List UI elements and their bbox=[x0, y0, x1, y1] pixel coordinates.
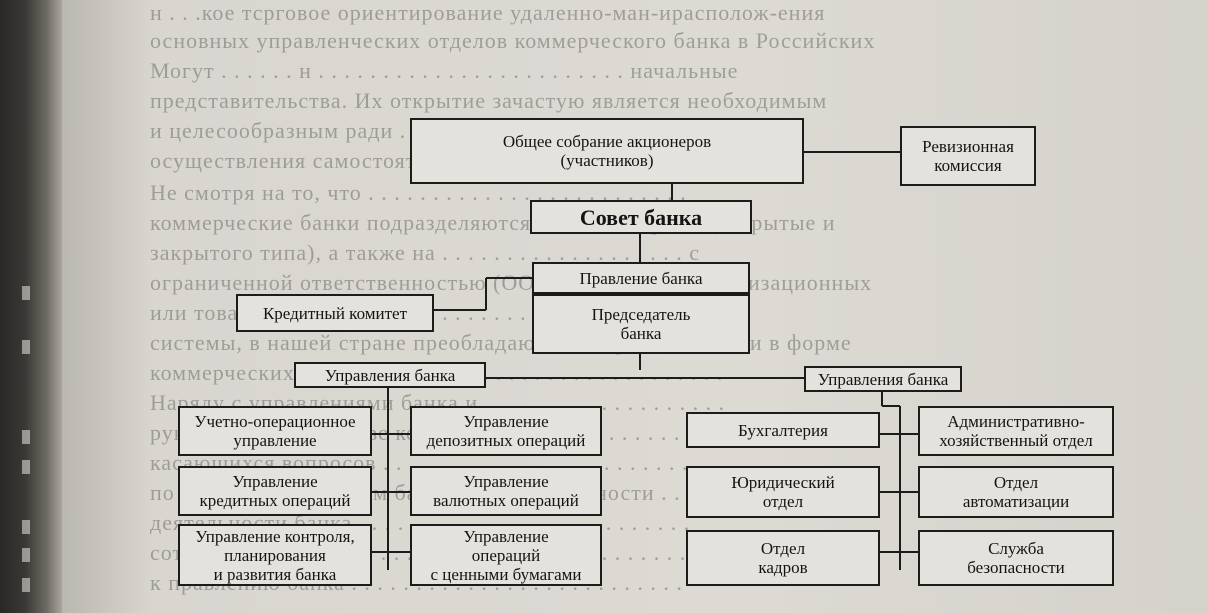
bank-chairman-box: Председатель банка bbox=[532, 294, 750, 354]
margin-mark bbox=[22, 340, 30, 354]
departments-left-box: Управления банка bbox=[294, 362, 486, 388]
book-binding-shadow bbox=[0, 0, 62, 613]
legal-department-box: Юридический отдел bbox=[686, 466, 880, 518]
margin-mark bbox=[22, 460, 30, 474]
credit-operations-department: Управление кредитных операций bbox=[178, 466, 372, 516]
deposit-operations-department: Управление депозитных операций bbox=[410, 406, 602, 456]
security-service-box: Служба безопасности bbox=[918, 530, 1114, 586]
margin-mark bbox=[22, 520, 30, 534]
margin-mark bbox=[22, 548, 30, 562]
bank-council-box: Совет банка bbox=[530, 200, 752, 234]
credit-committee-box: Кредитный комитет bbox=[236, 294, 434, 332]
shareholders-meeting-box: Общее собрание акционеров (участников) bbox=[410, 118, 804, 184]
margin-mark bbox=[22, 286, 30, 300]
background-text-line: н . . .кое тсрговое ориентирование удале… bbox=[150, 0, 826, 25]
margin-mark bbox=[22, 578, 30, 592]
bank-board-box: Правление банка bbox=[532, 262, 750, 294]
departments-right-box: Управления банка bbox=[804, 366, 962, 392]
audit-commission-box: Ревизионная комиссия bbox=[900, 126, 1036, 186]
securities-operations-department: Управление операций с ценными бумагами bbox=[410, 524, 602, 586]
accounting-office-box: Бухгалтерия bbox=[686, 412, 880, 448]
hr-department-box: Отдел кадров bbox=[686, 530, 880, 586]
background-text-line: представительства. Их открытие зачастую … bbox=[150, 88, 828, 113]
margin-mark bbox=[22, 430, 30, 444]
background-text-line: основных управленческих отделов коммерче… bbox=[150, 28, 876, 53]
background-text-line: ограниченной ответственностью (ООО) или … bbox=[150, 270, 873, 295]
automation-department-box: Отдел автоматизации bbox=[918, 466, 1114, 518]
accounting-operations-department: Учетно-операционное управление bbox=[178, 406, 372, 456]
background-text-line: закрытого типа), а также на . . . . . . … bbox=[150, 240, 701, 265]
administrative-department-box: Административно- хозяйственный отдел bbox=[918, 406, 1114, 456]
control-planning-department: Управление контроля, планирования и разв… bbox=[178, 524, 372, 586]
background-text-line: Могут . . . . . . н . . . . . . . . . . … bbox=[150, 58, 739, 83]
currency-operations-department: Управление валютных операций bbox=[410, 466, 602, 516]
